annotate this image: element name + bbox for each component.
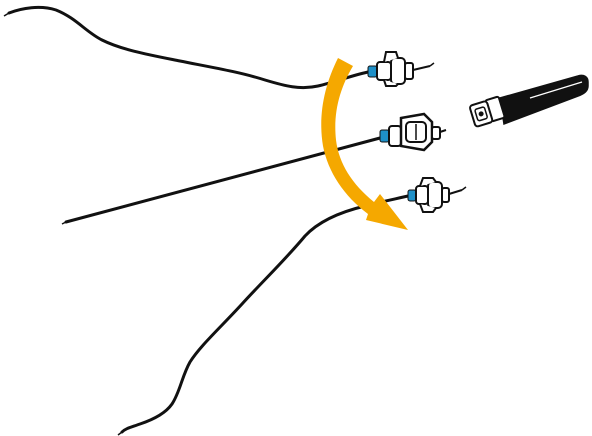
stylet-end — [429, 62, 435, 67]
stylet-end — [461, 186, 467, 191]
handle-highlight — [529, 81, 583, 99]
catheter-shaft — [7, 5, 370, 90]
rotation-arrow — [321, 58, 408, 230]
handle-adapter — [469, 74, 589, 128]
wing-hub — [388, 112, 441, 152]
handle-front-cap — [469, 100, 494, 128]
blue-marker — [407, 189, 417, 202]
arrow-body — [321, 58, 408, 230]
stylet-wire — [412, 65, 431, 71]
catheter-tip — [3, 12, 10, 17]
blue-marker — [379, 129, 390, 143]
curved-tip-catheter-top — [3, 5, 435, 90]
stylet-wire — [448, 189, 463, 195]
catheter-tip — [117, 431, 123, 436]
luer-hub — [415, 177, 450, 213]
catheter-shaft — [120, 194, 410, 434]
stylet-wire — [439, 129, 447, 133]
blue-marker — [367, 65, 378, 78]
handle-body — [499, 74, 589, 126]
catheter-tip — [61, 221, 67, 225]
luer-hub — [376, 51, 414, 87]
curved-tip-catheter-bottom — [117, 177, 467, 436]
